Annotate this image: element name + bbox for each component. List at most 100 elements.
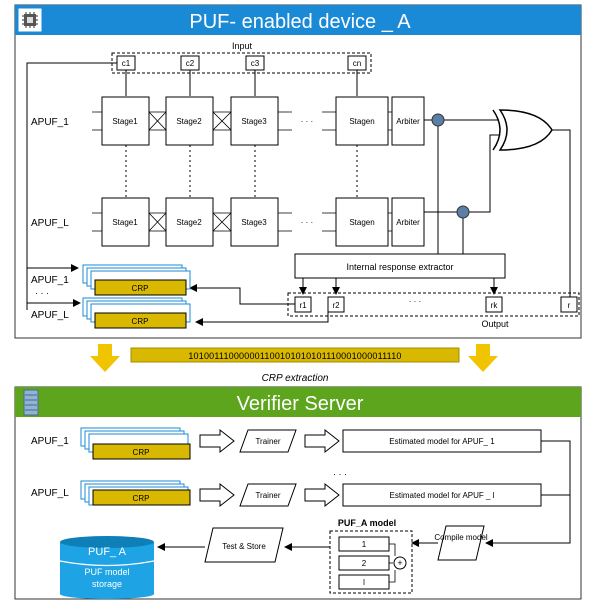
apuf1-label: APUF_1	[31, 117, 69, 128]
apuf1-stages	[101, 96, 425, 146]
svg-text:Stage3: Stage3	[241, 117, 267, 126]
verifier-server-panel: Verifier Server APUF_1 CRP Trainer Estim…	[14, 386, 582, 600]
apuf1-arbiter	[391, 96, 425, 146]
compile-model: Compile model	[434, 525, 488, 561]
svg-text:r1: r1	[299, 301, 307, 310]
puf-a-model-group	[329, 530, 413, 594]
server-icon	[23, 389, 39, 416]
svg-text:c3: c3	[251, 59, 260, 68]
response-r: r	[560, 296, 578, 313]
crp-stack-apuf1: CRP	[82, 264, 191, 296]
svg-text:Test & Store: Test & Store	[222, 542, 266, 551]
svg-text:PUF_ A: PUF_ A	[88, 546, 127, 558]
model-slot-2: 2	[338, 555, 390, 571]
svg-text:Stagen: Stagen	[349, 218, 374, 227]
device-header	[15, 5, 581, 35]
svg-text:Trainer: Trainer	[255, 491, 280, 500]
apufl-label: APUF_L	[31, 218, 69, 229]
svg-text:Stage1: Stage1	[112, 117, 138, 126]
chip-icon	[18, 8, 42, 32]
server-header	[15, 387, 581, 417]
crp-transfer: 1010011100000011001010101011100010000111…	[90, 344, 498, 384]
challenge-c2: c2	[180, 55, 200, 71]
crp-apufl-label: APUF_L	[31, 310, 69, 321]
svg-text:+: +	[397, 558, 402, 568]
server-crp-stack-apufl: CRP	[80, 480, 191, 506]
apufl-stage2	[165, 197, 214, 247]
svg-text:Arbiter: Arbiter	[396, 218, 420, 227]
svg-text:r2: r2	[332, 301, 340, 310]
input-label: Input	[232, 41, 253, 51]
svg-text:Stage3: Stage3	[241, 218, 267, 227]
svg-text:CRP: CRP	[133, 448, 150, 457]
svg-text:· · ·: · · ·	[409, 297, 421, 306]
apufl-stagen	[335, 197, 389, 247]
puf-a-model-title: PUF_A model	[338, 518, 396, 528]
svg-text:r: r	[568, 301, 571, 310]
server-apufl-label: APUF_L	[31, 488, 69, 499]
output-label: Output	[481, 319, 509, 329]
svg-text:Stage2: Stage2	[176, 117, 202, 126]
svg-text:CRP: CRP	[132, 284, 149, 293]
estimated-model-1: Estimated model for APUF_ 1	[342, 429, 542, 453]
puf-model-storage: PUF_ A PUF model storage	[59, 536, 155, 599]
response-r2: r2	[327, 296, 345, 313]
svg-text:l: l	[363, 578, 365, 587]
svg-text:CRP: CRP	[133, 494, 150, 503]
svg-text:c2: c2	[186, 59, 195, 68]
puf-device-panel: PUF- enabled device _ A Input c1 c2 c3 c…	[14, 4, 582, 339]
bitstream-bar	[130, 347, 460, 363]
svg-text:Estimated model for APUF_ 1: Estimated model for APUF_ 1	[389, 437, 495, 446]
apuf1-stage2	[165, 96, 214, 146]
svg-text:storage: storage	[92, 579, 122, 589]
apufl-tap-node	[456, 205, 470, 219]
svg-text:Stage2: Stage2	[176, 218, 202, 227]
server-title: Verifier Server	[237, 393, 364, 415]
hollow-arrow-1a	[199, 428, 235, 454]
challenge-c1: c1	[116, 55, 136, 71]
model-slot-1: 1	[338, 536, 390, 552]
svg-text:c1: c1	[122, 59, 131, 68]
crp-stack-apufl: CRP	[82, 297, 191, 329]
svg-text:· · ·: · · ·	[301, 117, 313, 126]
crp-apuf1-label: APUF_1	[31, 275, 69, 286]
hollow-arrow-2a	[199, 482, 235, 508]
server-crp-stack-apuf1: CRP	[80, 427, 191, 460]
server-dots: · · ·	[333, 469, 347, 479]
apuf1-stage3	[230, 96, 279, 146]
trainer-2: Trainer	[239, 483, 297, 507]
svg-text:· · ·: · · ·	[301, 218, 313, 227]
svg-text:Arbiter: Arbiter	[396, 117, 420, 126]
test-and-store: Test & Store	[204, 527, 284, 563]
response-rk: rk	[485, 296, 503, 313]
response-r1: r1	[294, 296, 312, 313]
svg-text:Estimated model for APUF _ l: Estimated model for APUF _ l	[390, 491, 495, 500]
crp-dots: · · ·	[35, 288, 49, 298]
svg-text:2: 2	[362, 559, 367, 568]
svg-text:cn: cn	[353, 59, 361, 68]
challenge-cn: cn	[347, 55, 367, 71]
apufl-stage1	[101, 197, 150, 247]
svg-text:Stage1: Stage1	[112, 218, 138, 227]
sum-node: +	[393, 556, 407, 570]
estimated-model-l: Estimated model for APUF _ l	[342, 483, 542, 507]
down-arrow-right	[468, 344, 498, 372]
svg-text:Stagen: Stagen	[349, 117, 374, 126]
apuf1-stagen	[335, 96, 389, 146]
svg-text:Compile model: Compile model	[434, 533, 488, 542]
server-apuf1-label: APUF_1	[31, 436, 69, 447]
device-title: PUF- enabled device _ A	[189, 11, 411, 33]
challenge-c3: c3	[245, 55, 265, 71]
hollow-arrow-1b	[304, 428, 340, 454]
svg-text:Internal response extractor: Internal response extractor	[346, 262, 453, 272]
hollow-arrow-2b	[304, 482, 340, 508]
crp-extraction-caption: CRP extraction	[262, 373, 329, 384]
model-slot-l: l	[338, 574, 390, 590]
svg-text:PUF model: PUF model	[84, 567, 129, 577]
apufl-stages	[101, 197, 425, 247]
svg-text:rk: rk	[491, 301, 499, 310]
xor-gate	[492, 109, 553, 151]
response-extractor	[294, 253, 506, 279]
apuf1-tap-node	[431, 113, 445, 127]
apufl-arbiter	[391, 197, 425, 247]
